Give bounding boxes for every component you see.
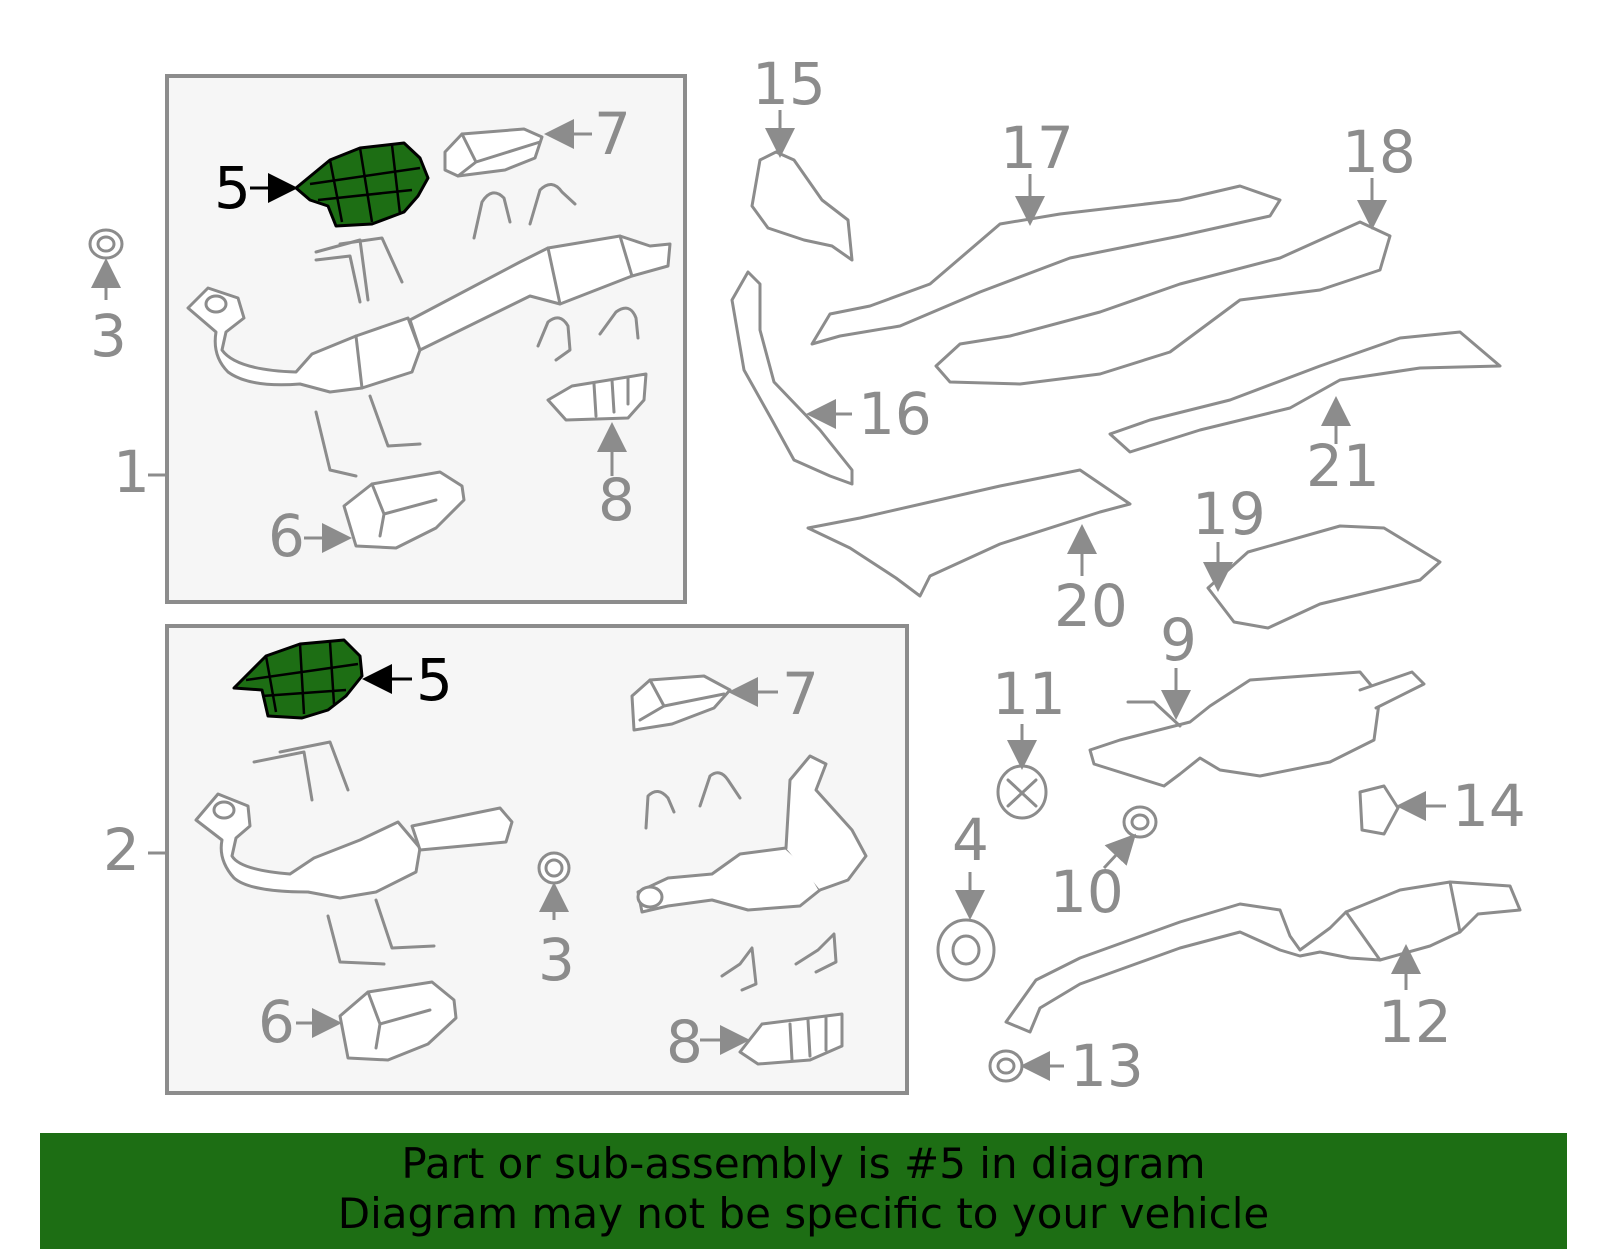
heat-shield-5-lower[interactable]: [232, 638, 364, 720]
callout-20: 20: [1054, 572, 1128, 640]
part-6-shield-b: [338, 980, 458, 1062]
callout-21: 21: [1306, 432, 1380, 500]
hanger-14: [1358, 784, 1400, 836]
callout-1: 1: [113, 438, 150, 506]
callout-9: 9: [1160, 606, 1197, 674]
callout-10: 10: [1050, 858, 1124, 926]
part-8-shield-a: [546, 372, 648, 422]
callout-5a[interactable]: 5: [214, 154, 251, 222]
part-17-shield: [810, 184, 1282, 346]
callout-13: 13: [1070, 1032, 1144, 1100]
part-16-shield: [730, 270, 854, 486]
callout-2: 2: [103, 816, 140, 884]
callout-8a: 8: [598, 466, 635, 534]
callout-19: 19: [1192, 480, 1266, 548]
callout-17: 17: [1000, 114, 1074, 182]
gasket-13: [988, 1049, 1024, 1083]
callout-18: 18: [1342, 118, 1416, 186]
callout-15: 15: [752, 50, 826, 118]
banner-line-1: Part or sub-assembly is #5 in diagram: [401, 1139, 1206, 1188]
callout-4: 4: [952, 806, 989, 874]
part-19-shield: [1206, 524, 1442, 630]
callout-14: 14: [1452, 772, 1526, 840]
catalytic-converter-1: [186, 234, 672, 394]
callout-5b[interactable]: 5: [416, 646, 453, 714]
washer-3-b: [537, 851, 571, 885]
heat-shield-5-upper[interactable]: [294, 141, 430, 228]
part-18-shield: [934, 220, 1392, 386]
callout-3b: 3: [538, 926, 575, 994]
callout-8b: 8: [666, 1008, 703, 1076]
hanger-11: [996, 764, 1048, 820]
callout-12: 12: [1378, 988, 1452, 1056]
muffler-9: [1088, 670, 1426, 788]
callout-11: 11: [992, 660, 1066, 728]
callout-7b: 7: [782, 660, 819, 728]
catalytic-converter-2b: [636, 754, 868, 914]
part-15-shield: [750, 150, 854, 262]
catalytic-converter-2: [194, 792, 514, 900]
part-21-shield: [1108, 330, 1502, 454]
callout-6a: 6: [268, 502, 305, 570]
info-banner: Part or sub-assembly is #5 in diagram Di…: [40, 1133, 1567, 1249]
callout-16: 16: [858, 380, 932, 448]
hanger-4: [936, 918, 996, 982]
tailpipe-12: [1004, 880, 1522, 1034]
part-20-shield: [806, 468, 1132, 598]
part-7-shield-a: [443, 127, 544, 178]
callout-3a: 3: [90, 302, 127, 370]
washer-3-a: [88, 228, 124, 260]
callout-6b: 6: [258, 988, 295, 1056]
gasket-10: [1122, 805, 1158, 839]
callout-7a: 7: [594, 100, 631, 168]
banner-line-2: Diagram may not be specific to your vehi…: [337, 1189, 1270, 1238]
